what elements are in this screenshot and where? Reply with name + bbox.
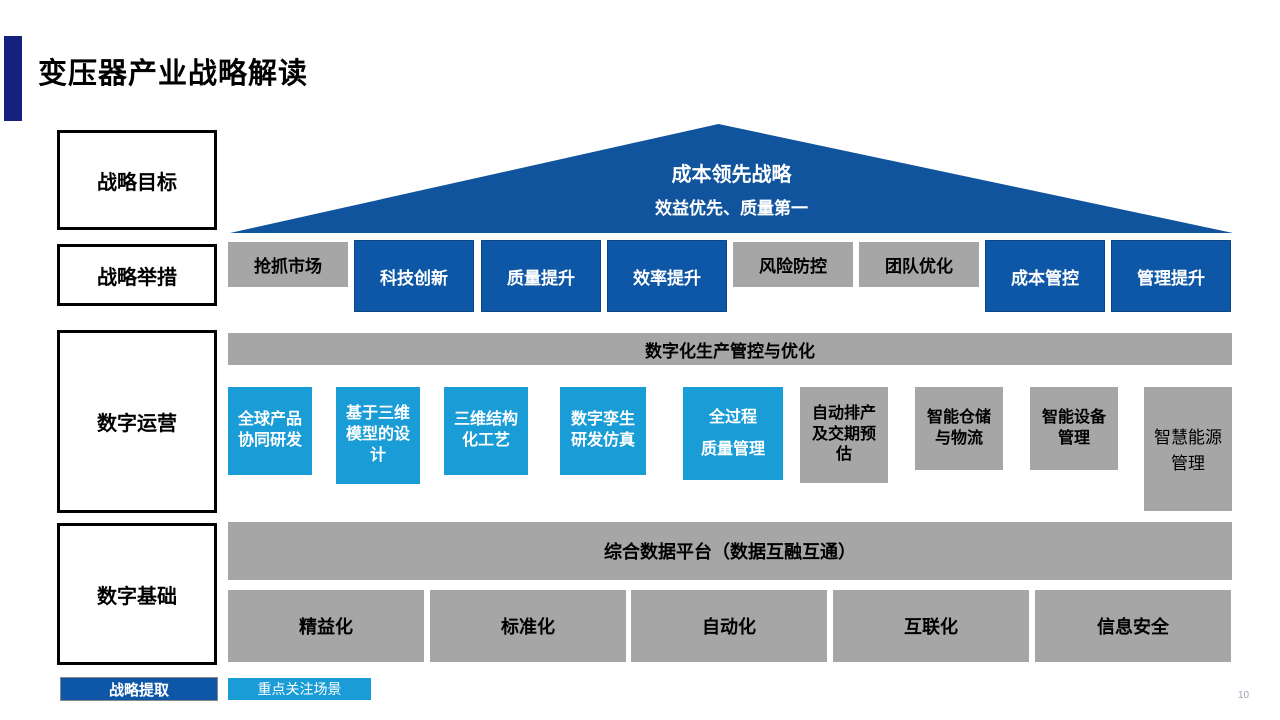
legend-key-focus-scenarios: 重点关注场景 bbox=[228, 678, 371, 700]
legend-strategy-extraction: 战略提取 bbox=[60, 677, 218, 701]
measure-box-seize-market: 抢抓市场 bbox=[228, 242, 348, 287]
pyramid-title: 成本领先战略 bbox=[671, 164, 792, 186]
operation-box-full-process-quality: 全过程 质量管理 bbox=[683, 387, 783, 480]
operation-box-3d-structured-process: 三维结构 化工艺 bbox=[444, 387, 528, 475]
sidebar-box-digital-operations: 数字运营 bbox=[57, 330, 217, 513]
operation-box-smart-equipment: 智能设备 管理 bbox=[1030, 387, 1118, 470]
operation-box-digital-twin-simulation: 数字孪生 研发仿真 bbox=[560, 387, 646, 475]
foundation-box-interconnection: 互联化 bbox=[833, 590, 1029, 662]
measure-box-risk-control: 风险防控 bbox=[733, 242, 853, 287]
sidebar-box-strategic-goal: 战略目标 bbox=[57, 130, 217, 230]
measure-box-management-improvement: 管理提升 bbox=[1111, 240, 1231, 312]
pyramid-subtitle: 效益优先、质量第一 bbox=[655, 199, 808, 218]
measure-box-cost-control: 成本管控 bbox=[985, 240, 1105, 312]
title-accent-bar bbox=[4, 36, 22, 121]
sidebar-box-digital-foundation: 数字基础 bbox=[57, 523, 217, 665]
page-number: 10 bbox=[1238, 690, 1250, 701]
foundation-box-lean: 精益化 bbox=[228, 590, 424, 662]
measure-box-team-optimization: 团队优化 bbox=[859, 242, 979, 287]
operations-header-bar: 数字化生产管控与优化 bbox=[228, 333, 1232, 365]
operation-box-3d-model-design: 基于三维 模型的设 计 bbox=[336, 387, 420, 484]
sidebar-box-strategic-measures: 战略举措 bbox=[57, 244, 217, 306]
foundation-box-info-security: 信息安全 bbox=[1035, 590, 1231, 662]
operation-box-auto-scheduling: 自动排产 及交期预 估 bbox=[800, 387, 888, 483]
foundation-box-standardization: 标准化 bbox=[430, 590, 626, 662]
measure-box-quality-improvement: 质量提升 bbox=[481, 240, 601, 312]
measure-box-efficiency-improvement: 效率提升 bbox=[607, 240, 727, 312]
measure-box-tech-innovation: 科技创新 bbox=[354, 240, 474, 312]
strategy-pyramid: 成本领先战略 效益优先、质量第一 bbox=[230, 124, 1233, 233]
foundation-box-automation: 自动化 bbox=[631, 590, 827, 662]
operation-box-global-collaborative-rd: 全球产品 协同研发 bbox=[228, 387, 312, 475]
operation-box-smart-energy: 智慧能源 管理 bbox=[1144, 387, 1232, 511]
operation-box-smart-warehouse-logistics: 智能仓储 与物流 bbox=[915, 387, 1003, 470]
page-title: 变压器产业战略解读 bbox=[38, 58, 309, 90]
foundation-header-bar: 综合数据平台（数据互融互通） bbox=[228, 522, 1232, 580]
